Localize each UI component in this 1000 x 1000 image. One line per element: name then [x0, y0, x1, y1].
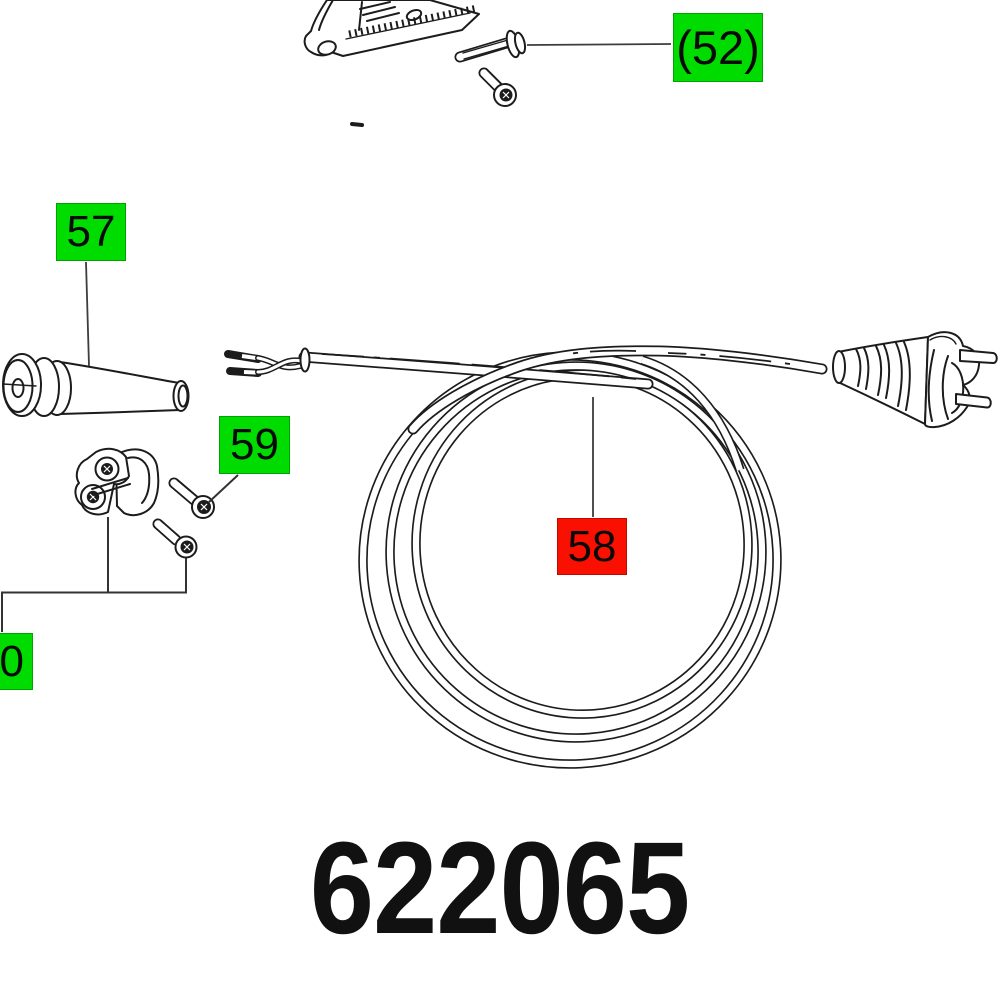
stray-dash	[350, 122, 364, 127]
callout-57[interactable]: 57	[56, 203, 126, 261]
callout-59-text: 59	[230, 420, 279, 469]
leader-57	[85, 261, 90, 367]
socket-head-screw-top	[478, 67, 517, 107]
cable-clamp-drawing	[74, 447, 160, 517]
leader-60	[1, 517, 187, 632]
leader-52	[526, 43, 672, 46]
callout-60-text: 0	[0, 636, 24, 686]
plug-pin-bottom	[955, 393, 992, 409]
stripped-wire-ends	[224, 347, 311, 377]
pan-head-screw-horizontal	[454, 29, 527, 63]
socket-head-screw-59a	[168, 477, 215, 519]
callout-57-text: 57	[66, 207, 116, 256]
callout-58-highlighted[interactable]: 58	[557, 518, 627, 575]
socket-head-screw-59b	[152, 518, 198, 559]
coiled-power-cord-drawing	[224, 345, 828, 769]
housing-fragment-drawing	[303, 0, 480, 127]
callout-60-clipped[interactable]: 0	[0, 633, 33, 690]
leader-59	[208, 474, 239, 503]
callout-52-text: (52)	[676, 21, 760, 74]
callout-52[interactable]: (52)	[673, 13, 763, 82]
callout-58-text: 58	[567, 521, 617, 571]
part-number: 622065	[310, 814, 690, 961]
callout-59[interactable]: 59	[219, 416, 290, 474]
plug-pin-top	[959, 349, 998, 364]
euro-plug-drawing	[832, 331, 998, 429]
cable-sleeve-grommet-drawing	[2, 353, 190, 417]
